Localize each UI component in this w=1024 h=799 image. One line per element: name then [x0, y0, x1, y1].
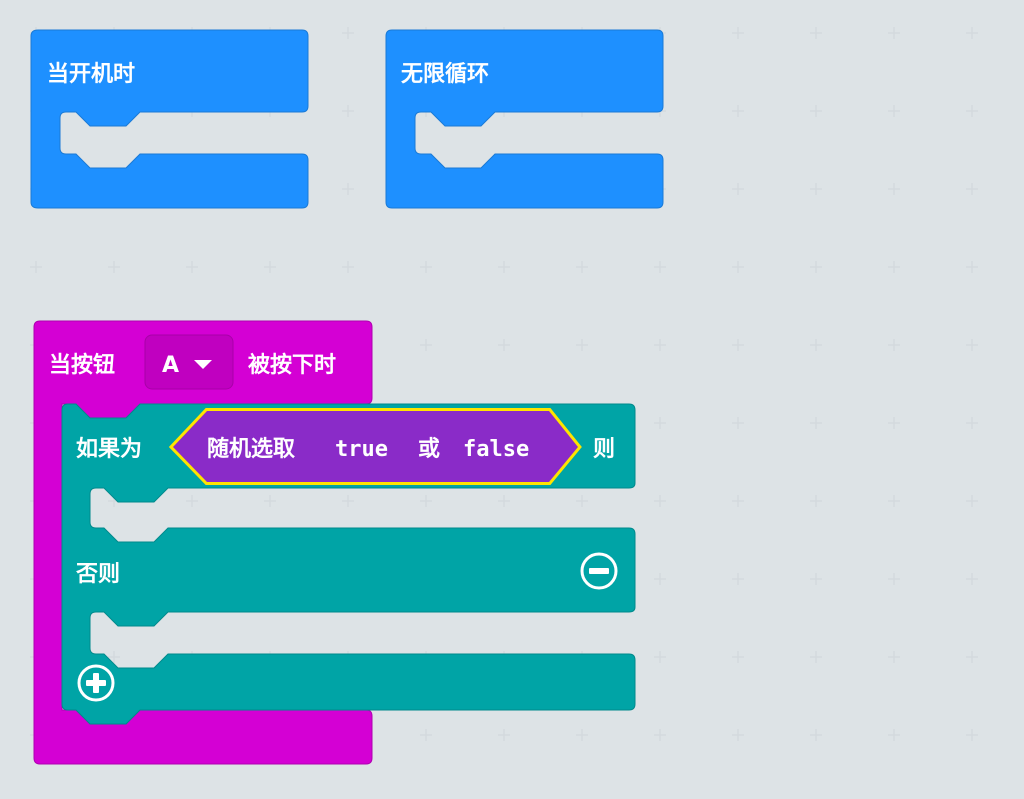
grid-cross	[498, 729, 510, 741]
grid-cross	[108, 651, 120, 663]
grid-cross	[732, 339, 744, 351]
grid-cross	[732, 651, 744, 663]
grid-cross	[654, 651, 666, 663]
grid-cross	[576, 339, 588, 351]
random-true-label: true	[335, 437, 388, 462]
grid-cross	[810, 27, 822, 39]
then-label: 则	[593, 437, 615, 462]
random-boolean-shape[interactable]	[173, 411, 578, 482]
button-dropdown-value: A	[162, 353, 179, 378]
grid-cross	[732, 729, 744, 741]
grid-cross	[420, 495, 432, 507]
grid-cross	[966, 183, 978, 195]
if-label: 如果为	[76, 437, 142, 462]
plus-circle-icon[interactable]	[77, 664, 115, 702]
on-start-block-shape[interactable]	[30, 29, 309, 209]
forever-block[interactable]: 无限循环	[385, 29, 664, 209]
on-button-block[interactable]: 当按钮 A 被按下时	[33, 320, 373, 765]
grid-cross	[576, 729, 588, 741]
grid-cross	[576, 495, 588, 507]
grid-cross	[498, 339, 510, 351]
grid-cross	[342, 261, 354, 273]
on-start-block[interactable]: 当开机时	[30, 29, 309, 209]
grid-cross	[654, 729, 666, 741]
grid-cross	[888, 729, 900, 741]
random-false-label: false	[463, 437, 529, 462]
grid-cross	[342, 183, 354, 195]
grid-cross	[888, 417, 900, 429]
grid-cross	[810, 573, 822, 585]
grid-cross	[186, 495, 198, 507]
grid-cross	[576, 261, 588, 273]
grid-cross	[732, 261, 744, 273]
grid-cross	[888, 261, 900, 273]
random-boolean-block[interactable]: 随机选取 true 或 false	[168, 408, 582, 485]
forever-label: 无限循环	[401, 61, 489, 87]
grid-cross	[810, 729, 822, 741]
grid-cross	[732, 183, 744, 195]
random-or-label: 或	[418, 436, 440, 462]
grid-cross	[810, 261, 822, 273]
random-choose-label: 随机选取	[207, 436, 295, 462]
grid-cross	[654, 261, 666, 273]
grid-cross	[966, 651, 978, 663]
grid-cross	[810, 183, 822, 195]
grid-cross	[888, 339, 900, 351]
grid-cross	[654, 573, 666, 585]
grid-cross	[654, 495, 666, 507]
chevron-down-icon	[194, 360, 212, 369]
grid-cross	[30, 261, 42, 273]
grid-cross	[810, 495, 822, 507]
on-button-suffix: 被按下时	[248, 352, 336, 378]
grid-cross	[264, 495, 276, 507]
grid-cross	[420, 261, 432, 273]
grid-cross	[264, 261, 276, 273]
button-dropdown-field[interactable]	[144, 334, 234, 390]
grid-cross	[966, 495, 978, 507]
grid-cross	[966, 729, 978, 741]
grid-cross	[966, 417, 978, 429]
grid-cross	[498, 495, 510, 507]
grid-cross	[732, 495, 744, 507]
grid-cross	[420, 339, 432, 351]
grid-cross	[108, 261, 120, 273]
grid-cross	[888, 105, 900, 117]
grid-cross	[966, 27, 978, 39]
else-label: 否则	[75, 562, 120, 587]
grid-cross	[810, 339, 822, 351]
grid-cross	[654, 339, 666, 351]
grid-cross	[888, 651, 900, 663]
grid-cross	[342, 495, 354, 507]
grid-cross	[888, 573, 900, 585]
on-button-block-shape[interactable]	[33, 320, 373, 765]
grid-cross	[888, 495, 900, 507]
grid-cross	[732, 417, 744, 429]
grid-cross	[342, 105, 354, 117]
minus-circle-icon[interactable]	[580, 552, 618, 590]
grid-cross	[966, 105, 978, 117]
grid-cross	[654, 417, 666, 429]
grid-cross	[498, 261, 510, 273]
grid-cross	[810, 651, 822, 663]
grid-cross	[966, 339, 978, 351]
on-button-prefix: 当按钮	[49, 352, 115, 378]
grid-cross	[342, 27, 354, 39]
grid-cross	[810, 105, 822, 117]
grid-cross	[186, 261, 198, 273]
forever-block-shape[interactable]	[385, 29, 664, 209]
grid-cross	[888, 27, 900, 39]
on-start-label: 当开机时	[47, 62, 135, 87]
grid-cross	[966, 261, 978, 273]
grid-cross	[966, 573, 978, 585]
grid-cross	[732, 27, 744, 39]
button-dropdown[interactable]: A	[144, 334, 234, 390]
grid-cross	[420, 729, 432, 741]
grid-cross	[732, 573, 744, 585]
grid-cross	[888, 183, 900, 195]
grid-cross	[732, 105, 744, 117]
grid-cross	[810, 417, 822, 429]
